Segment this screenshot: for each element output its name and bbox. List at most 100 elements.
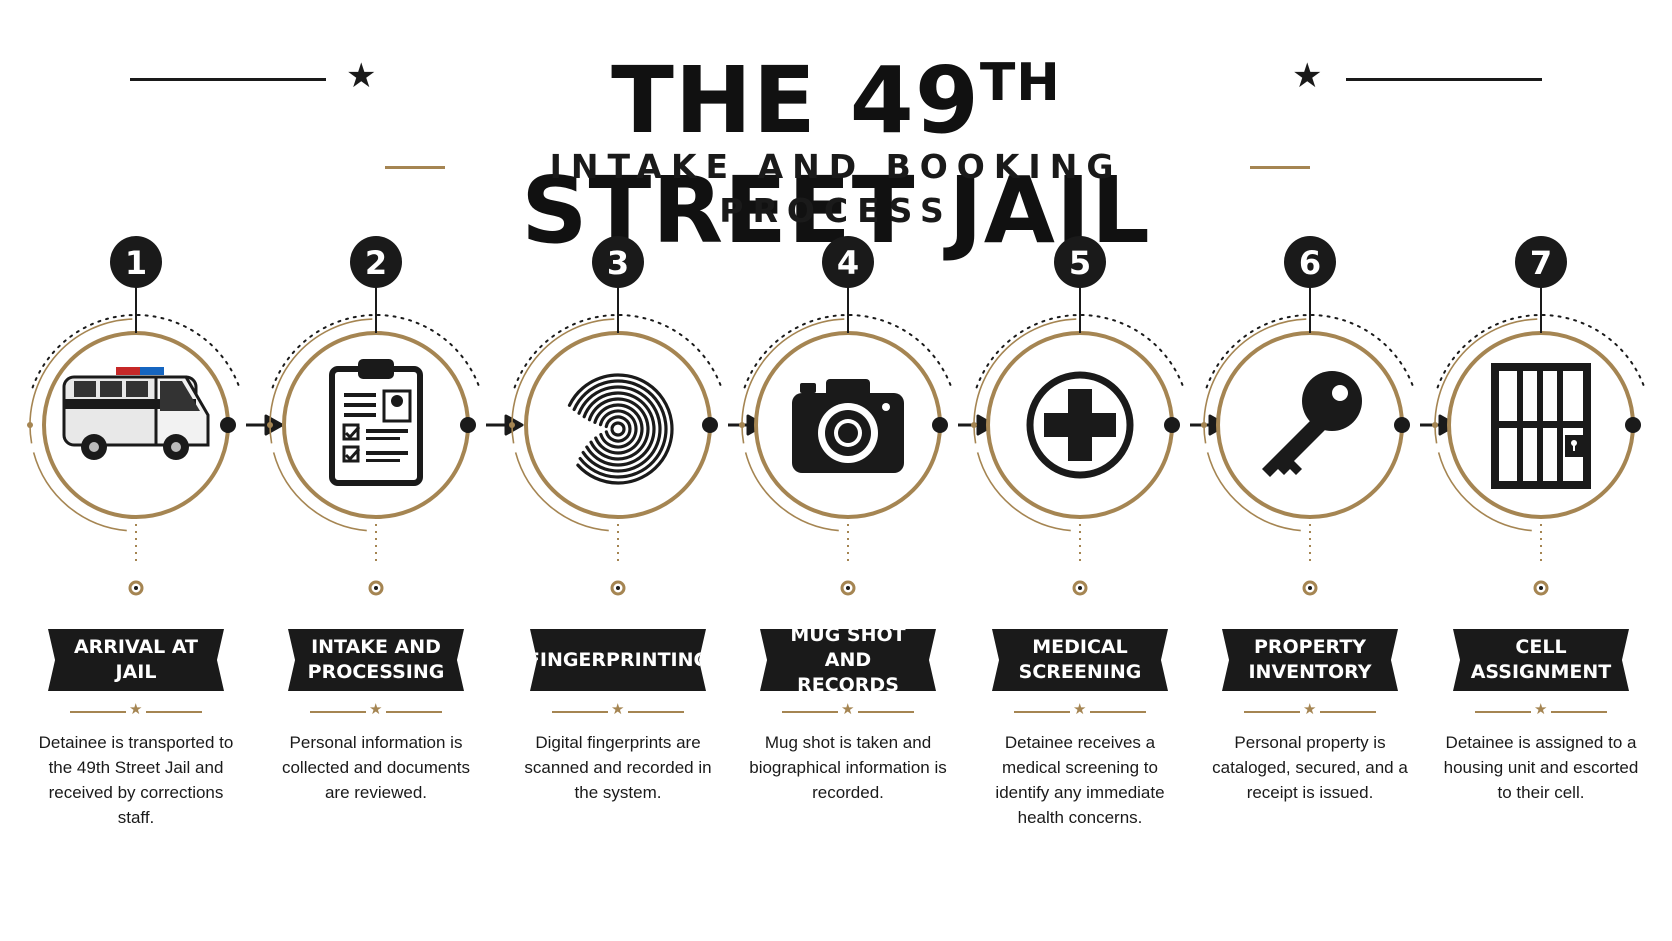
step-divider: ★ <box>782 701 914 719</box>
clipboard-icon <box>329 359 423 486</box>
step-label-text: INTAKE AND PROCESSING <box>307 636 445 683</box>
title-line-right <box>1346 78 1542 81</box>
step-number-badge <box>350 236 402 288</box>
star-icon: ★ <box>841 701 855 718</box>
star-icon: ★ <box>1534 701 1548 718</box>
arc-dot <box>509 422 515 428</box>
key-icon <box>1262 371 1362 477</box>
step-circle <box>524 331 712 519</box>
right-node <box>1164 417 1180 433</box>
step-divider: ★ <box>70 701 202 719</box>
step-label: PROPERTY INVENTORY <box>1222 629 1398 691</box>
dotted-arc <box>1205 314 1415 389</box>
dotted-arc <box>513 314 723 389</box>
process-diagram: 1 2 3 4 5 6 7 <box>27 236 1646 596</box>
right-node <box>1625 417 1641 433</box>
outer-arc <box>511 318 615 444</box>
step-divider: ★ <box>310 701 442 719</box>
step-5: 5 <box>971 236 1228 596</box>
star-icon: ★ <box>129 701 143 718</box>
step-label-text: ARRIVAL AT JAIL <box>73 636 199 683</box>
dotted-arc <box>1436 314 1646 389</box>
outer-arc <box>1434 318 1538 444</box>
arc-dot <box>1432 422 1438 428</box>
step-label-text: CELL ASSIGNMENT <box>1470 636 1612 683</box>
arc-dot <box>267 422 273 428</box>
step-divider: ★ <box>1475 701 1607 719</box>
arc-dot <box>27 422 33 428</box>
step-description: Digital fingerprints are scanned and rec… <box>524 733 712 802</box>
step-number: 4 <box>837 244 859 282</box>
subtitle-row: INTAKE AND BOOKING PROCESS <box>0 145 1672 230</box>
subtitle-line-right <box>1250 166 1310 169</box>
star-icon: ★ <box>369 701 383 718</box>
step-description: Detainee is assigned to a housing unit a… <box>1443 733 1639 802</box>
step-7: 7 <box>1432 236 1646 596</box>
step-label: MUG SHOT AND RECORDS <box>760 629 936 691</box>
step-divider: ★ <box>1014 701 1146 719</box>
step-number: 5 <box>1069 244 1091 282</box>
step-label: FINGERPRINTING <box>530 629 706 691</box>
star-icon: ★ <box>1073 701 1087 718</box>
outer-arc <box>1203 318 1307 444</box>
outer-arc <box>973 318 1077 444</box>
outer-arc <box>269 318 373 444</box>
title-line-left <box>130 78 326 81</box>
title-row: ★ THE 49TH STREET JAIL ★ <box>0 28 1672 265</box>
page-title: THE 49TH STREET JAIL <box>521 47 1151 265</box>
outer-arc-lower <box>272 452 367 532</box>
right-node <box>1394 417 1410 433</box>
star-icon-left: ★ <box>346 57 377 95</box>
right-node <box>702 417 718 433</box>
outer-arc <box>29 318 133 444</box>
outer-arc-lower <box>1206 452 1301 532</box>
step-divider: ★ <box>1244 701 1376 719</box>
arrow-right-icon <box>246 414 284 436</box>
step-label-text: MEDICAL SCREENING <box>1018 636 1142 683</box>
cell-door-icon <box>1491 363 1591 489</box>
outer-arc-lower <box>744 452 839 532</box>
dotted-arc <box>271 314 481 389</box>
step-label: MEDICAL SCREENING <box>992 629 1168 691</box>
subtitle-line-left <box>385 166 445 169</box>
step-label-text: MUG SHOT AND RECORDS <box>790 623 906 696</box>
right-node <box>932 417 948 433</box>
dotted-arc <box>743 314 953 389</box>
step-number-badge <box>1515 236 1567 288</box>
step-number: 6 <box>1299 244 1321 282</box>
step-description: Personal property is cataloged, secured,… <box>1212 733 1408 802</box>
step-label-text: PROPERTY INVENTORY <box>1248 636 1372 683</box>
arrow-right-icon <box>486 414 524 436</box>
step-number-badge <box>1284 236 1336 288</box>
arc-dot <box>1201 422 1207 428</box>
step-label-text: FINGERPRINTING <box>526 648 710 671</box>
step-label: CELL ASSIGNMENT <box>1453 629 1629 691</box>
dotted-arc <box>975 314 1185 389</box>
step-description: Personal information is collected and do… <box>281 733 471 802</box>
step-number-badge <box>1054 236 1106 288</box>
van-icon <box>62 367 210 460</box>
outer-arc <box>741 318 845 444</box>
outer-arc-lower <box>514 452 609 532</box>
step-number: 1 <box>125 244 147 282</box>
step-number-badge <box>110 236 162 288</box>
step-description: Detainee is transported to the 49th Stre… <box>38 733 234 827</box>
step-number-badge <box>592 236 644 288</box>
fingerprint-icon <box>567 373 674 485</box>
step-number: 2 <box>365 244 387 282</box>
step-label: INTAKE AND PROCESSING <box>288 629 464 691</box>
step-number-badge <box>822 236 874 288</box>
step-number: 7 <box>1530 244 1552 282</box>
step-divider: ★ <box>552 701 684 719</box>
step-6: 6 <box>1201 236 1458 596</box>
step-1: 1 <box>27 236 284 596</box>
right-node <box>220 417 236 433</box>
step-description: Mug shot is taken and biographical infor… <box>749 733 947 802</box>
step-number: 3 <box>607 244 629 282</box>
step-4: 4 <box>739 236 996 596</box>
star-icon: ★ <box>1303 701 1317 718</box>
dotted-arc <box>31 314 241 389</box>
medical-cross-icon <box>1026 371 1134 479</box>
outer-arc-lower <box>1437 452 1532 532</box>
star-icon-right: ★ <box>1292 57 1323 95</box>
